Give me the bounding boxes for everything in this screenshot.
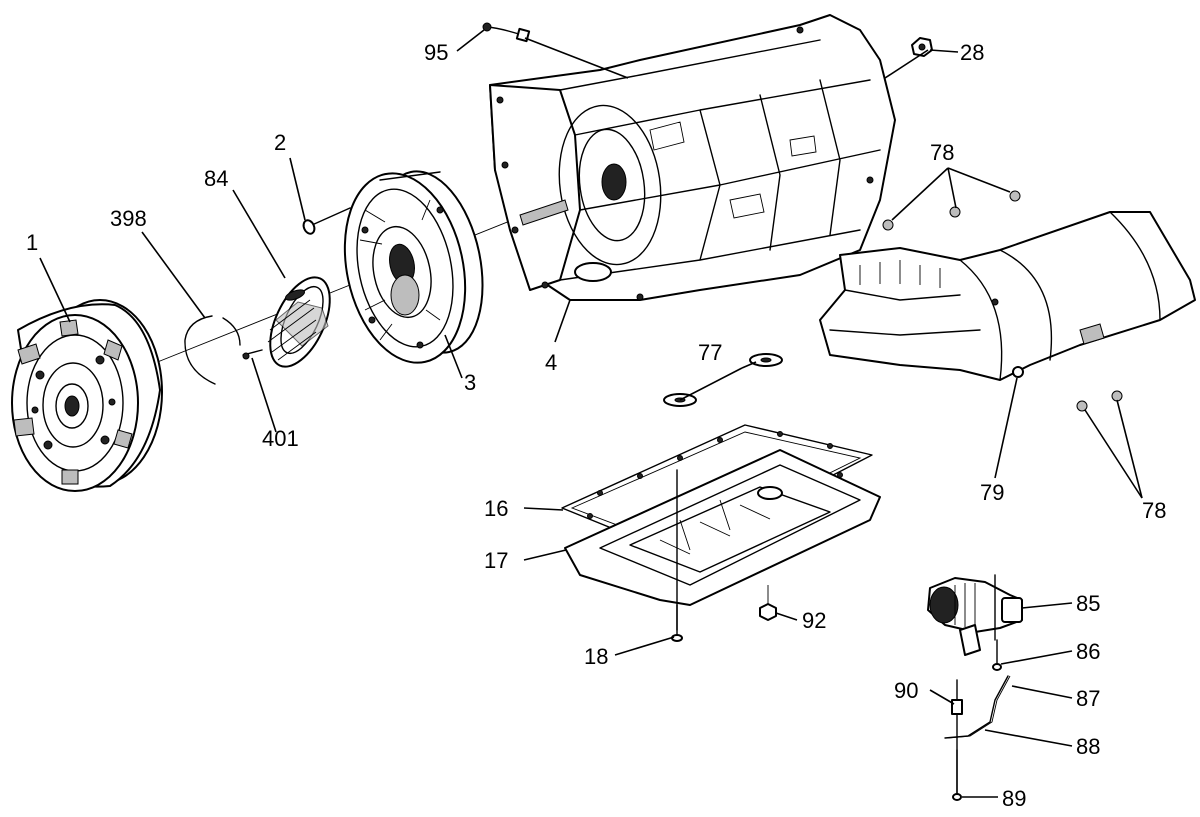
callout-77: 77: [698, 340, 722, 365]
callout-17: 17: [484, 548, 508, 573]
actuator-bolt: [992, 639, 1002, 671]
callout-28: 28: [960, 40, 984, 65]
callout-78-upper: 78: [930, 140, 954, 165]
callout-79: 79: [980, 480, 1004, 505]
pump-bolt: [302, 207, 351, 235]
oil-pump: [343, 170, 484, 364]
callout-85: 85: [1076, 591, 1100, 616]
pin: [242, 349, 263, 360]
washers: [663, 353, 783, 407]
dipstick-tube: [944, 675, 1011, 801]
callout-labels: 1 398 84 2 3 401 4 95 28 78 77 79 78 16 …: [26, 40, 1166, 811]
callout-398: 398: [110, 206, 147, 231]
callout-1: 1: [26, 230, 38, 255]
plugs-upper: [882, 190, 1021, 231]
callout-86: 86: [1076, 639, 1100, 664]
callout-95: 95: [424, 40, 448, 65]
plugs-lower: [1076, 390, 1123, 412]
callout-18: 18: [584, 644, 608, 669]
callout-16: 16: [484, 496, 508, 521]
callout-4: 4: [545, 350, 557, 375]
callout-401: 401: [262, 426, 299, 451]
leader-lines: [39, 29, 1143, 798]
oil-pan: [564, 449, 881, 606]
torque-converter: [11, 299, 163, 492]
callout-88: 88: [1076, 734, 1100, 759]
callout-2: 2: [274, 130, 286, 155]
callout-92: 92: [802, 608, 826, 633]
callout-90: 90: [894, 678, 918, 703]
callout-87: 87: [1076, 686, 1100, 711]
callout-78-lower: 78: [1142, 498, 1166, 523]
callout-3: 3: [464, 370, 476, 395]
drain-plug: [759, 585, 777, 621]
snap-ring: [184, 315, 241, 385]
extension-housing: [819, 211, 1196, 381]
pump-seal: [267, 276, 331, 368]
transmission-case: [489, 14, 896, 301]
callout-89: 89: [1002, 786, 1026, 811]
actuator-solenoid: [927, 574, 1023, 656]
callout-84: 84: [204, 166, 228, 191]
breather-tube: [482, 22, 531, 43]
